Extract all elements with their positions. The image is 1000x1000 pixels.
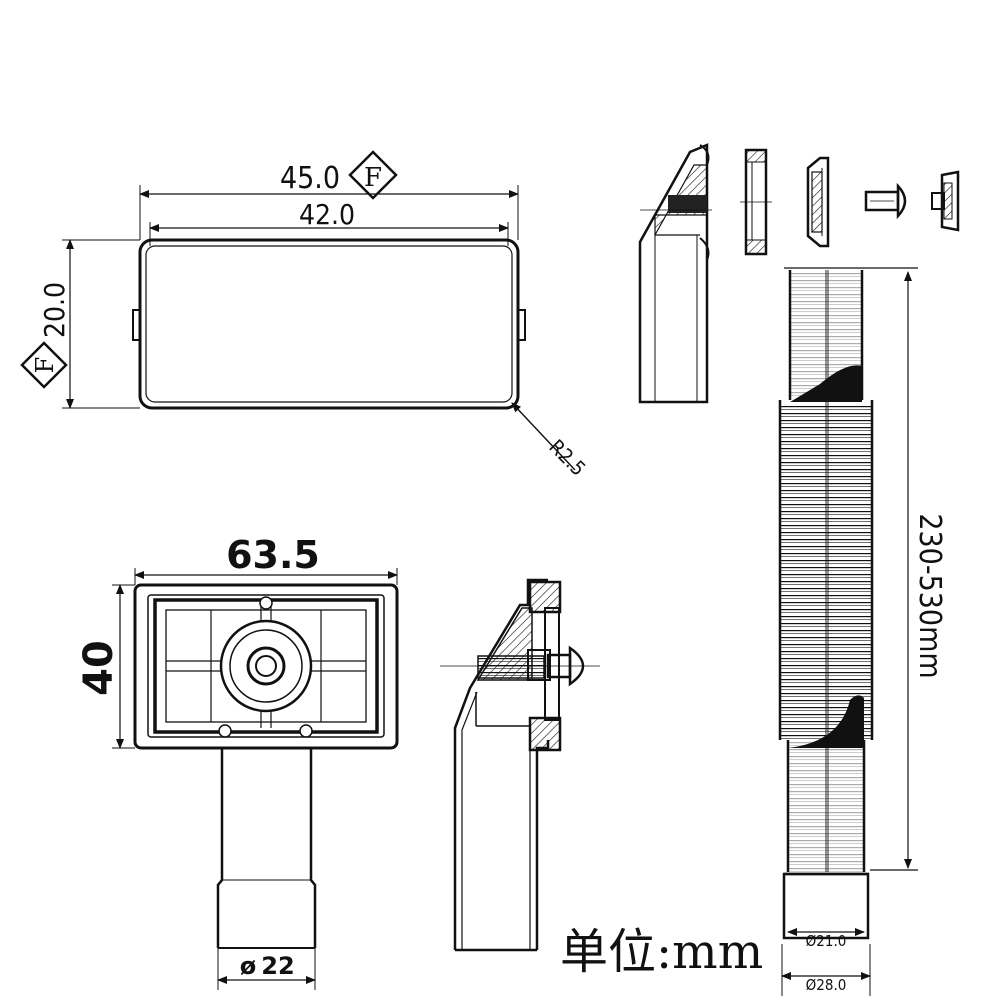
datum-f-symbol-top: F [348,150,398,200]
screw-part [864,182,907,220]
dim-20-label: 20.0 [38,282,71,338]
radius-label: R2.5 [544,435,590,481]
nut-part [931,170,960,232]
gasket-part [806,156,830,248]
dim-42-label: 42.0 [299,198,355,231]
dim-outer-dia-label: Ø28.0 [806,976,847,994]
unit-label: 单位:mm [560,924,763,980]
drain-section-view [440,578,600,952]
cover-section-view [638,143,712,404]
svg-text:F: F [364,163,382,193]
dim-inner-dia-label: Ø21.0 [806,932,847,950]
dim-45-label: 45.0 [280,161,340,196]
seal-ring-part [740,148,772,256]
dim-length-label: 230-530mm [912,513,947,678]
dim-40-label: 40 [76,640,122,696]
diameter-symbol: ø [240,952,257,980]
dim-63-5-label: 63.5 [226,533,320,577]
dim-22-label: 22 [261,952,294,980]
svg-text:F: F [31,357,59,374]
flexible-hose-view: 230-530mm Ø21.0 Ø28.0 [778,267,947,996]
cover-plate-top-view: 45.0 F 42.0 20.0 F R2.5 [20,150,591,481]
drain-front-view: 63.5 40 ø 22 [76,533,399,990]
datum-f-symbol-side: F [20,341,68,389]
